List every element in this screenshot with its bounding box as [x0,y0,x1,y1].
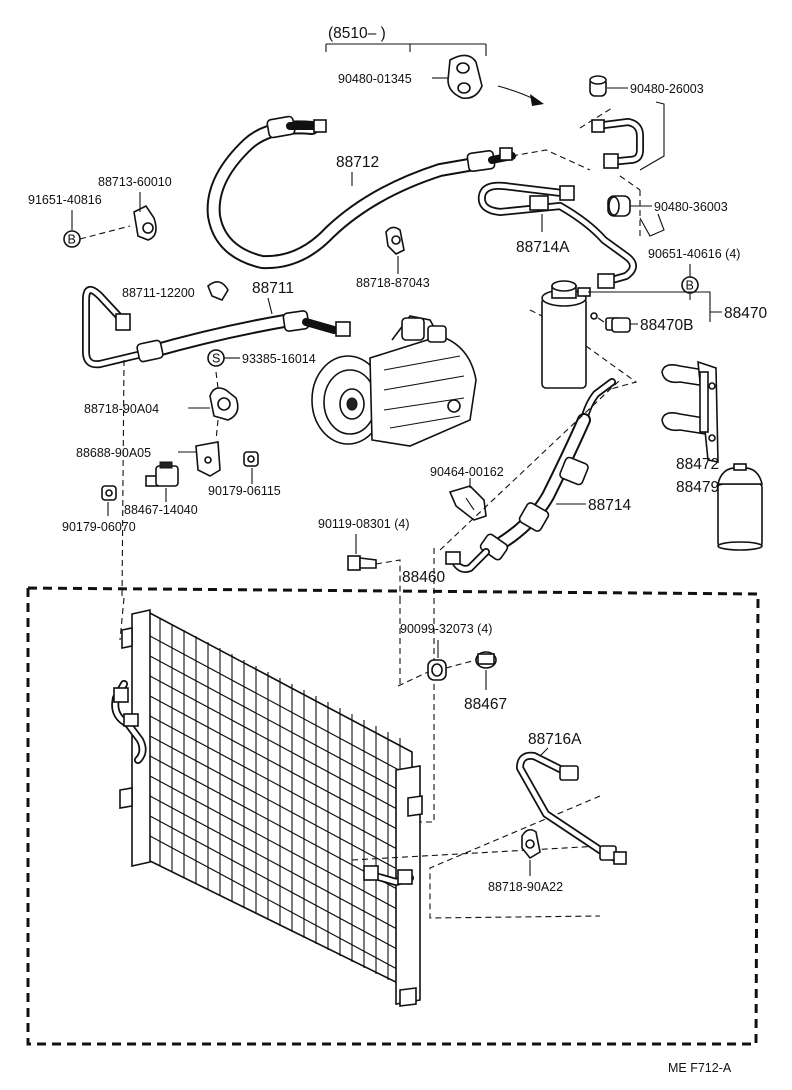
receiver-drier-88470-icon[interactable] [541,280,591,389]
svg-text:B: B [686,279,694,293]
cushion-90099-32073-icon[interactable] [427,659,447,681]
label-88460: 88460 [402,569,445,586]
fitting-88470B-icon[interactable] [590,312,631,333]
label-88714A: 88714A [516,239,570,256]
nut-90179-06070-icon[interactable] [101,485,117,501]
clamp-88718-90A04-icon[interactable] [209,387,239,421]
grommet-90480-36003-icon[interactable] [607,195,631,217]
svg-text:B: B [68,233,76,247]
label-93385-16014: 93385-16014 [242,352,316,366]
label-88713-60010: 88713-60010 [98,175,172,189]
compressor-icon[interactable] [311,315,477,447]
label-88467: 88467 [464,696,507,713]
bracket-88688-90A05-icon[interactable] [195,441,221,477]
label-90179-06115: 90179-06115 [208,484,281,498]
label-88718-90A22: 88718-90A22 [488,880,563,894]
label-88472: 88472 [676,456,719,473]
label-90179-06070: 90179-06070 [62,520,136,534]
label-88716A: 88716A [528,731,582,748]
label-90099-32073: 90099-32073 (4) [400,622,492,636]
label-88470B: 88470B [640,317,693,334]
label-91651-40816: 91651-40816 [28,193,102,207]
label-90480-01345: 90480-01345 [338,72,412,86]
label-88479: 88479 [676,479,719,496]
label-88712: 88712 [336,154,379,171]
direction-arrow-icon [497,85,544,106]
label-88711-12200: 88711-12200 [122,286,195,300]
condenser-assembly-frame [26,586,760,1046]
marker-b-right: B [681,276,699,294]
label-90651-40616: 90651-40616 (4) [648,247,740,261]
figure-code: ME F712-A [668,1061,732,1075]
label-88688-90A05: 88688-90A05 [76,446,151,460]
grommet-90480-01345-icon[interactable] [447,54,483,100]
condenser-inlet-pipe[interactable] [111,680,147,764]
marker-s: S [207,349,225,367]
can-88479-icon[interactable] [717,463,763,551]
bolt-90119-08301-icon[interactable] [347,555,377,571]
hose-88712[interactable] [206,115,516,270]
label-88718-90A04: 88718-90A04 [84,402,159,416]
condenser-outlet-fitting[interactable] [363,865,414,886]
svg-text:S: S [212,352,220,366]
pipe-bracket-detail [579,101,665,240]
clip-bracket-90651 [639,213,665,237]
label-88467-14040: 88467-14040 [124,503,198,517]
grommet-90480-26003-icon[interactable] [589,75,607,97]
hose-88711[interactable] [82,286,351,369]
switch-88467-icon[interactable] [475,651,497,669]
hose-88714[interactable] [445,378,616,573]
clamp-88711-12200-icon[interactable] [207,281,229,301]
condenser-88460-icon[interactable] [119,609,423,1007]
pipe-88714A[interactable] [477,181,637,289]
label-88714: 88714 [588,497,631,514]
pipe-88716A[interactable] [516,751,627,865]
label-88470: 88470 [724,305,767,322]
label-88711: 88711 [252,280,294,297]
clamp-90464-00162-icon[interactable] [448,485,487,521]
nut-90179-06115-icon[interactable] [243,451,259,467]
switch-88467-14040-icon[interactable] [145,461,179,487]
label-90119-08301: 90119-08301 (4) [318,517,410,531]
model-range-label: (8510– ) [328,25,386,42]
clamp-88718-90A22-icon[interactable] [521,828,541,860]
label-90480-26003: 90480-26003 [630,82,704,96]
marker-b-left: B [63,230,81,248]
clamp-88718-87043-icon[interactable] [385,226,405,255]
label-88718-87043: 88718-87043 [356,276,430,290]
drier-bracket-88472-icon[interactable] [661,360,719,463]
clamp-88713-60010-icon[interactable] [133,204,157,241]
label-90464-00162: 90464-00162 [430,465,504,479]
label-90480-36003: 90480-36003 [654,200,728,214]
model-range-bracket [325,43,487,56]
